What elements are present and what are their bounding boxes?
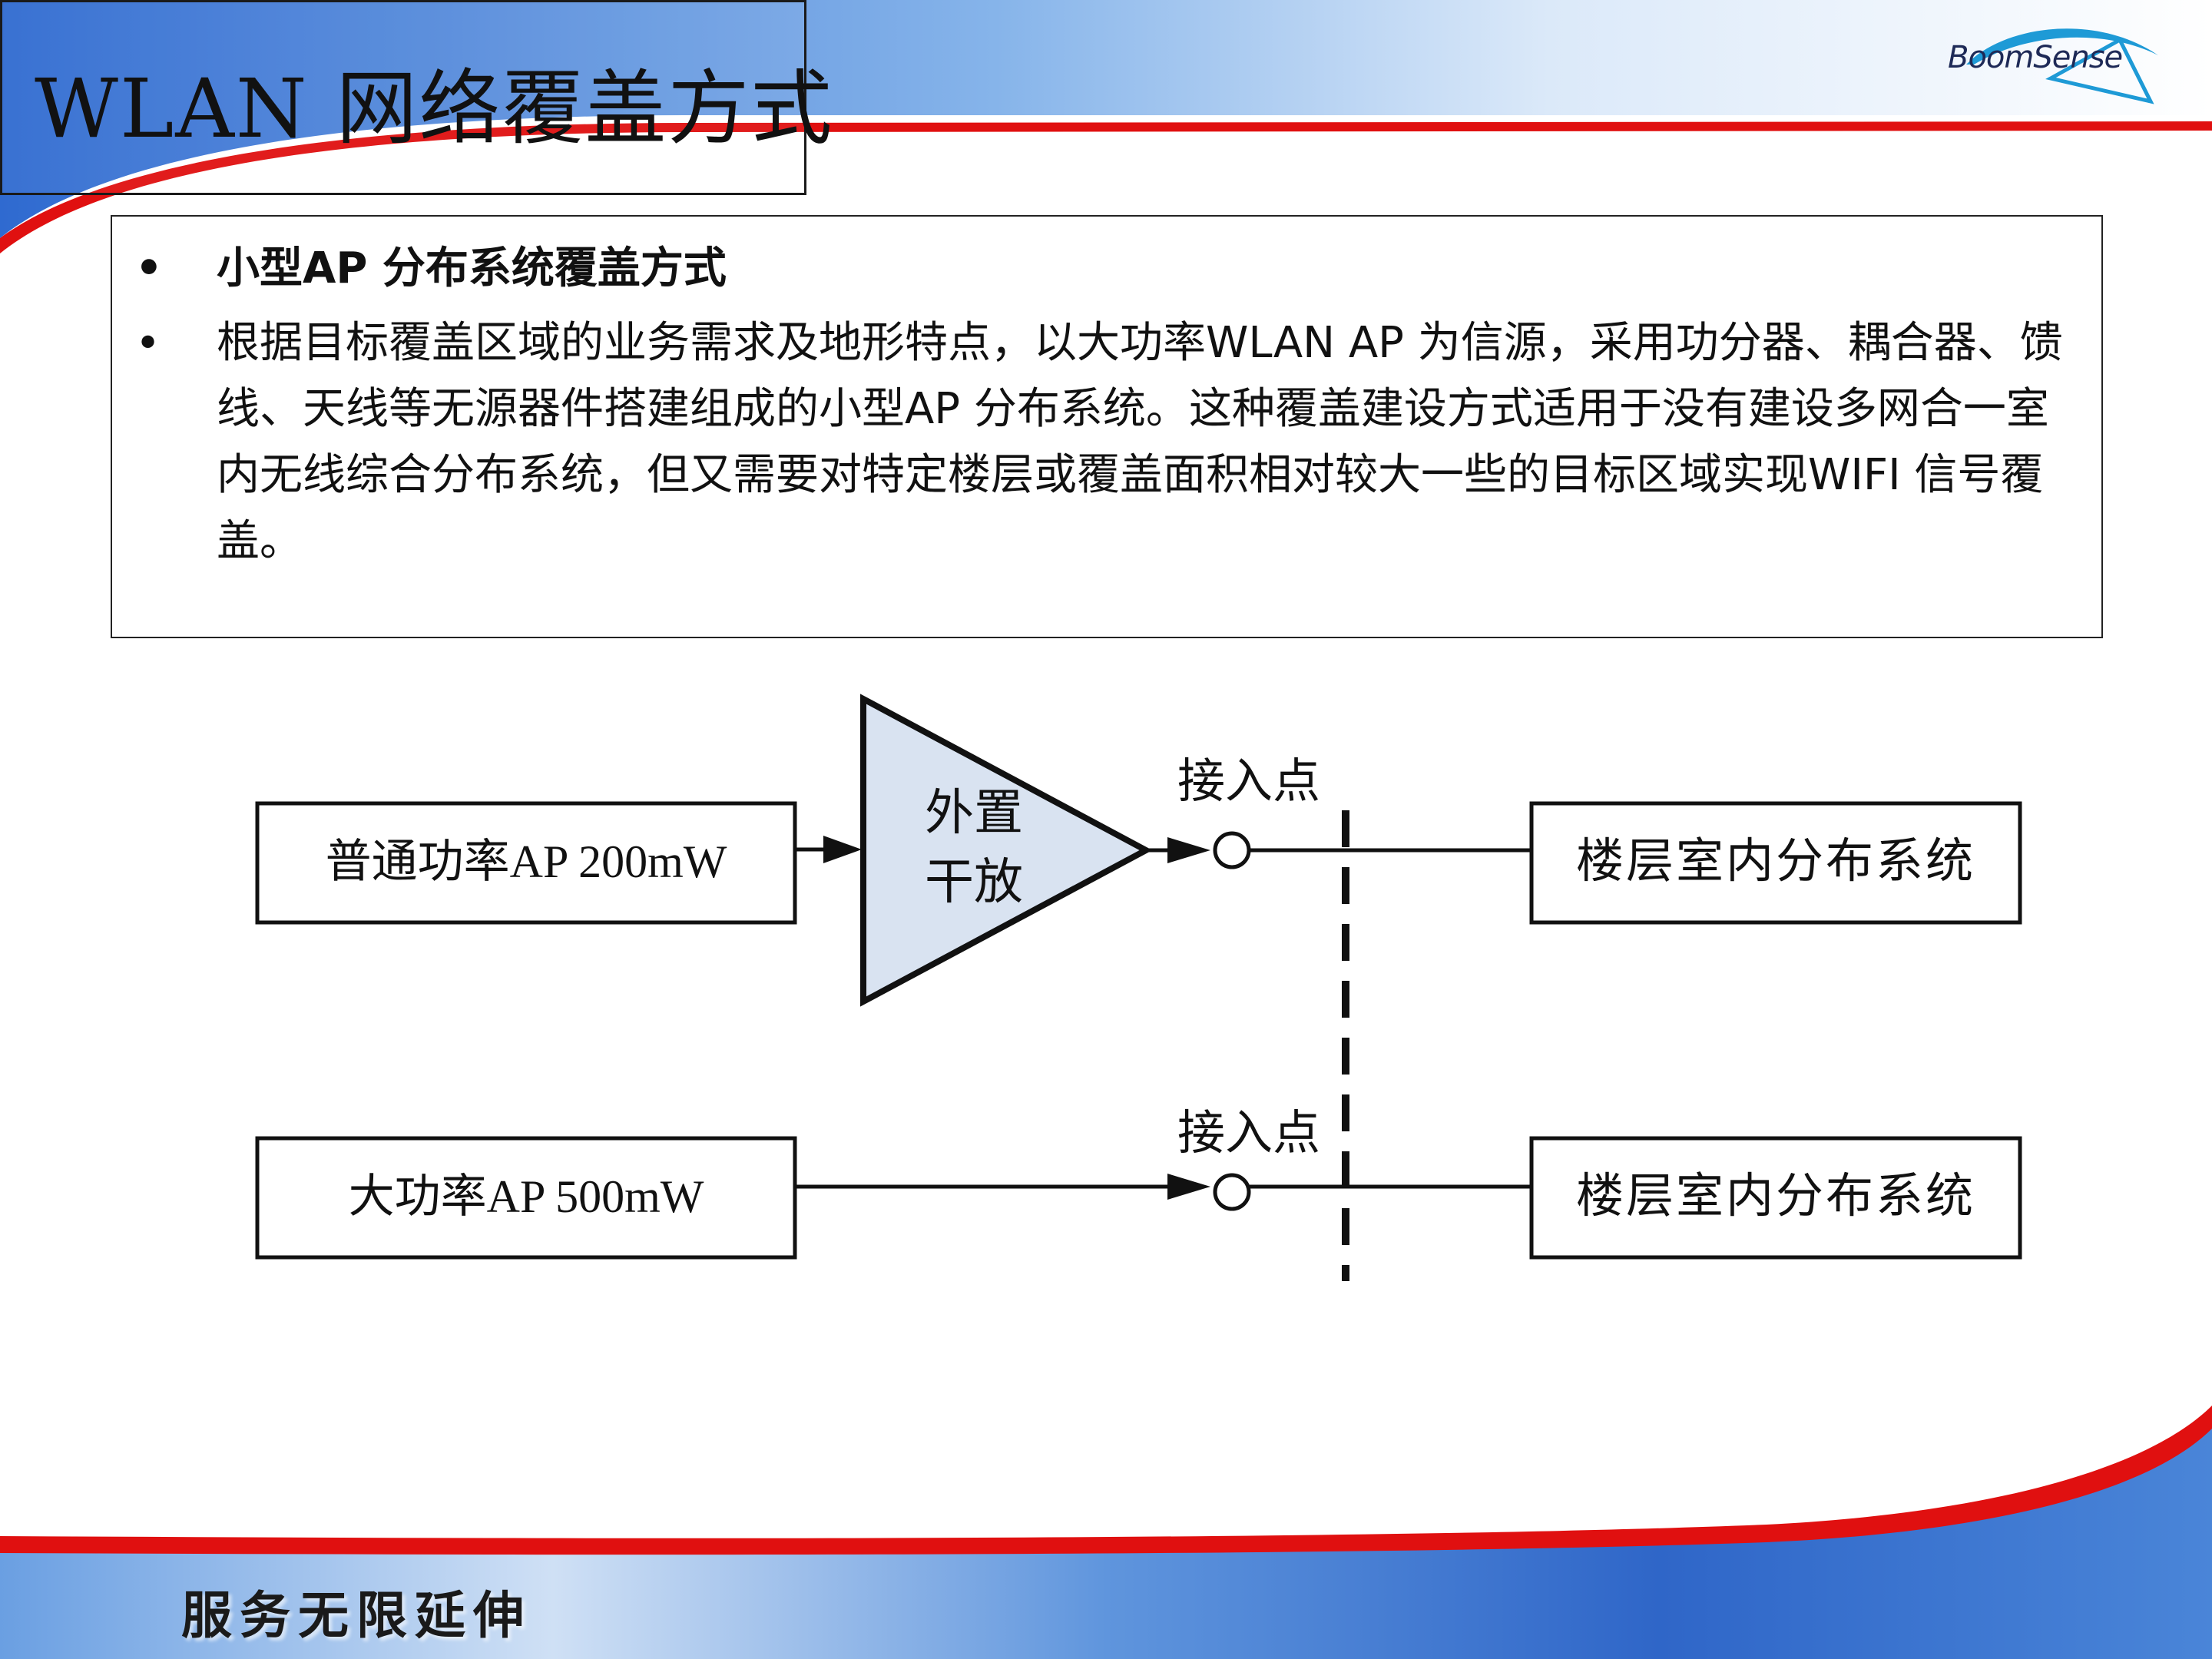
access-point-node-bottom: [1213, 1173, 1251, 1211]
arrowhead-icon: [1167, 837, 1210, 863]
access-point-node-top: [1213, 831, 1251, 869]
boomsense-logo-icon: [1966, 28, 2158, 104]
logo-text: BoomSense: [1948, 40, 2123, 75]
source-ap-box-bottom: [255, 1136, 797, 1260]
arrowhead-icon: [823, 836, 862, 863]
amplifier-triangle: [860, 694, 1153, 1007]
source-ap-label-top: 普通功率AP 200mW: [326, 836, 727, 887]
bullet-dot-icon: •: [135, 319, 161, 369]
source-ap-box-top: [255, 801, 797, 925]
amplifier-label-line1: 外置: [925, 786, 1023, 840]
dest-label-top: 楼层室内分布系统: [1576, 836, 1975, 888]
bullet-heading: 小型AP 分布系统覆盖方式: [217, 243, 727, 293]
content-box: • 小型AP 分布系统覆盖方式 • 根据目标覆盖区域的业务需求及地形特点，以大功…: [111, 215, 2103, 638]
footer-slogan: 服务无限延伸: [181, 1585, 531, 1645]
amplifier-label-line2: 干放: [925, 855, 1023, 909]
title-box: WLAN 网络覆盖方式: [0, 0, 832, 195]
dest-label-bottom: 楼层室内分布系统: [1576, 1171, 1975, 1223]
bullet-dot-icon: •: [135, 243, 163, 293]
dest-box-bottom: [1529, 1136, 2022, 1260]
dest-box-top: [1529, 801, 2022, 925]
bullet-paragraph: 根据目标覆盖区域的业务需求及地形特点，以大功率WLAN AP 为信源，采用功分器…: [217, 318, 2063, 566]
slide-title: WLAN 网络覆盖方式: [35, 61, 834, 156]
source-ap-label-bottom: 大功率AP 500mW: [349, 1171, 704, 1222]
arrowhead-icon: [1167, 1174, 1210, 1200]
access-point-label-top: 接入点: [1177, 756, 1320, 808]
access-point-label-bottom: 接入点: [1177, 1108, 1320, 1160]
